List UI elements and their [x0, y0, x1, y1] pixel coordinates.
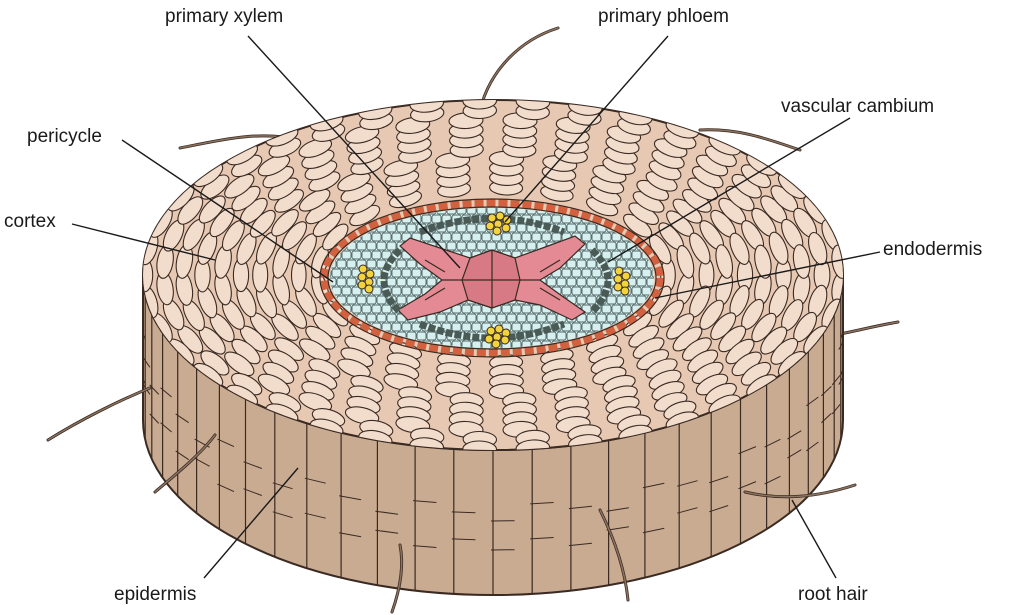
- label-epidermis: epidermis: [114, 584, 197, 605]
- leader-root-hair: [791, 499, 837, 579]
- primary-phloem: [357, 211, 631, 349]
- label-pericycle: pericycle: [27, 126, 102, 147]
- leader-epidermis: [203, 467, 299, 579]
- label-endodermis: endodermis: [883, 239, 983, 260]
- primary-xylem: [397, 235, 587, 321]
- label-cortex: cortex: [4, 211, 56, 232]
- epidermis-side-cells: [143, 275, 843, 595]
- leader-pericycle: [121, 139, 334, 283]
- label-root-hair: root hair: [798, 584, 868, 605]
- label-vascular-cambium: vascular cambium: [781, 96, 935, 117]
- leader-primary-xylem: [247, 35, 461, 269]
- label-primary-xylem: primary xylem: [165, 6, 284, 27]
- leader-endodermis: [654, 251, 881, 299]
- leader-vascular-cambium: [607, 117, 851, 263]
- endodermis-ring: [320, 199, 664, 357]
- label-primary-phloem: primary phloem: [598, 6, 729, 27]
- leader-cortex: [71, 223, 216, 261]
- cortex-cells: [143, 100, 843, 450]
- leader-primary-phloem: [504, 35, 669, 223]
- leader-lines: [71, 35, 881, 579]
